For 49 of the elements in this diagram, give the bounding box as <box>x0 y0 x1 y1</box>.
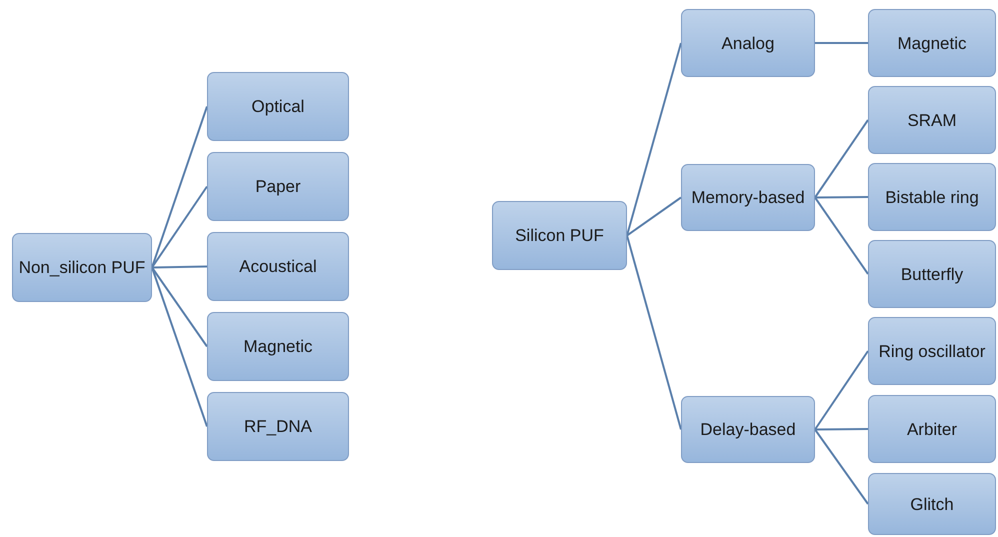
category-label: Analog <box>722 34 774 52</box>
category-label: Magnetic <box>244 337 312 356</box>
connector-line <box>814 350 869 430</box>
category-box <box>868 317 996 385</box>
connector-line <box>152 266 208 268</box>
category-label: Non_silicon PUF <box>18 258 146 277</box>
connector-line <box>814 196 868 198</box>
connector-line <box>151 267 208 427</box>
connector-line <box>814 428 868 430</box>
category-label: Bistable ring <box>885 188 979 206</box>
category-label: Glitch <box>910 494 954 514</box>
category-box <box>492 201 627 270</box>
category-box <box>868 473 996 535</box>
category-label: SRAM <box>907 110 957 130</box>
category-box <box>12 233 152 302</box>
category-label: Butterfly <box>900 264 964 284</box>
category-box <box>868 86 996 154</box>
connector-line <box>151 186 208 268</box>
category-label: Arbiter <box>906 420 958 438</box>
category-label: RF_DNA <box>244 417 312 436</box>
category-box <box>207 232 349 301</box>
category-box <box>868 163 996 231</box>
category-label: Silicon PUF <box>515 226 604 245</box>
connector-line <box>151 106 208 268</box>
category-box <box>868 9 996 77</box>
category-label: Memory-based <box>691 188 805 207</box>
category-label: Delay-based <box>700 420 796 439</box>
connector-line <box>626 42 682 236</box>
category-box <box>681 164 815 231</box>
connector-line <box>814 428 869 505</box>
connector-line <box>814 119 869 198</box>
category-box <box>207 392 349 461</box>
category-box <box>207 312 349 381</box>
connector-line <box>814 196 869 275</box>
category-label: Optical <box>252 97 304 116</box>
category-box <box>681 396 815 463</box>
category-label: Paper <box>255 177 301 196</box>
category-box <box>868 240 996 308</box>
connector-line <box>815 42 868 44</box>
category-box <box>207 152 349 221</box>
connector-line <box>151 266 208 348</box>
category-label: Magnetic <box>898 34 966 52</box>
connector-line <box>626 235 682 430</box>
category-box <box>681 9 815 77</box>
connector-line <box>626 196 682 236</box>
category-label: Acoustical <box>239 257 317 276</box>
category-box <box>868 395 996 463</box>
category-label: Ring oscillator <box>878 342 986 360</box>
category-box <box>207 72 349 141</box>
